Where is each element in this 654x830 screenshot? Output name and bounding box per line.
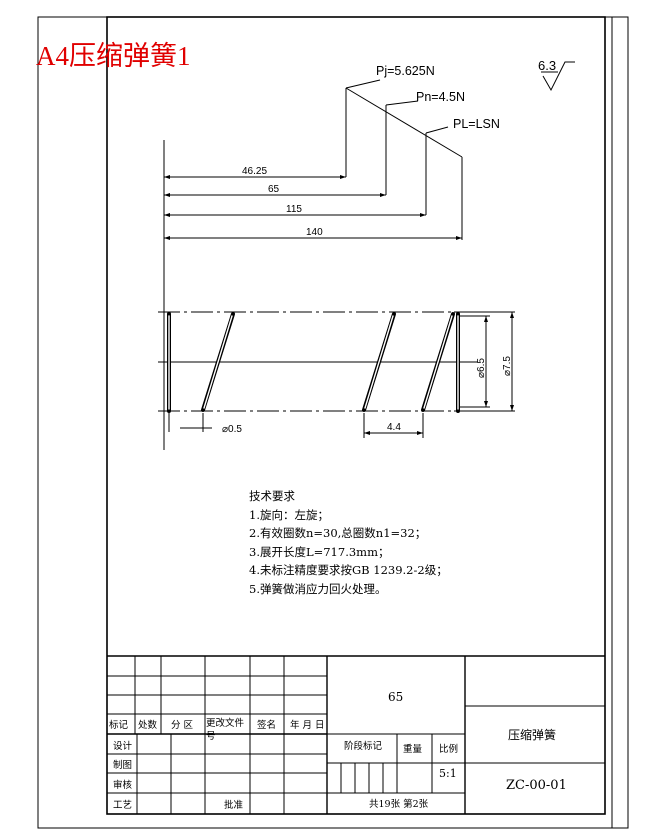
header-sign: 签名 xyxy=(257,720,277,731)
scale-value: 5:1 xyxy=(439,767,457,780)
drawing-number: ZC-00-01 xyxy=(506,778,567,793)
dim-outer-dia: ⌀7.5 xyxy=(502,356,513,376)
dim-115: 115 xyxy=(286,204,302,215)
dim-wire-dia: ⌀0.5 xyxy=(222,424,242,435)
diameter-arrows xyxy=(364,312,514,435)
sheet-label: A4压缩弹簧1 xyxy=(36,41,191,71)
header-count: 处数 xyxy=(138,720,158,731)
part-name: 压缩弹簧 xyxy=(508,728,557,742)
inner-border xyxy=(106,16,606,815)
load-pl: PL=LSN xyxy=(453,117,500,131)
weight-label: 重量 xyxy=(403,744,423,755)
tech-item: 5.弹簧做消应力回火处理。 xyxy=(249,581,387,596)
spring-coils-inner xyxy=(168,315,459,410)
role-design: 设计 xyxy=(113,741,133,752)
header-change-doc: 更改文件号 xyxy=(206,718,245,742)
dimension-arrows xyxy=(164,175,462,240)
header-date: 年 月 日 xyxy=(290,720,325,731)
dim-inner-dia: ⌀6.5 xyxy=(476,358,487,378)
roughness-symbol xyxy=(541,61,575,92)
dim-pitch: 4.4 xyxy=(387,422,401,433)
material: 65 xyxy=(388,690,404,704)
role-drafting: 制图 xyxy=(113,760,133,771)
load-pj: Pj=5.625N xyxy=(376,64,435,78)
scale-label: 比例 xyxy=(439,744,459,755)
dimension-lines xyxy=(164,176,462,239)
load-pn: Pn=4.5N xyxy=(416,90,465,104)
dim-46-25: 46.25 xyxy=(242,166,267,177)
title-block-grid xyxy=(107,655,605,814)
role-process: 工艺 xyxy=(113,800,133,811)
tech-title: 技术要求 xyxy=(249,489,295,503)
header-zone: 分 区 xyxy=(171,720,194,731)
roughness-value: 6.3 xyxy=(538,58,556,73)
load-diagram xyxy=(163,79,463,450)
tech-item: 3.展开长度L=717.3mm； xyxy=(249,544,390,559)
header-mark: 标记 xyxy=(109,720,129,731)
diameter-dims xyxy=(168,312,513,438)
tech-item: 2.有效圈数n=30,总圈数n1=32； xyxy=(249,526,427,541)
tech-item: 1.旋向：左旋； xyxy=(249,507,329,522)
stage-mark: 阶段标记 xyxy=(344,741,383,752)
role-review: 审核 xyxy=(113,780,133,791)
spring-outline xyxy=(158,311,515,412)
role-approve: 批准 xyxy=(224,800,244,811)
dim-65: 65 xyxy=(268,184,280,195)
tech-item: 4.未标注精度要求按GB 1239.2-2级； xyxy=(249,563,448,578)
sheet-count: 共19张 第2张 xyxy=(369,799,429,810)
tech-requirements: 技术要求 1.旋向：左旋； 2.有效圈数n=30,总圈数n1=32； 3.展开长… xyxy=(249,487,448,599)
dim-140: 140 xyxy=(306,227,323,238)
